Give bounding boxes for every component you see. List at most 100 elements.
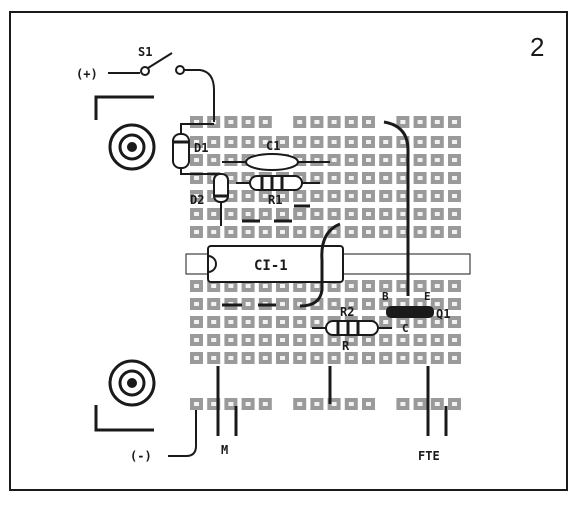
resistor-r1 [236, 175, 320, 191]
board-pad-hole [452, 176, 457, 180]
base-label: B [382, 290, 389, 303]
board-pad-hole [211, 284, 217, 288]
negative-wire [168, 410, 197, 457]
board-pad-hole [297, 284, 303, 288]
board-pad-hole [194, 284, 199, 288]
transistor-q1 [386, 306, 434, 318]
board-pad-hole [400, 338, 406, 342]
board-pad-hole [262, 194, 268, 198]
resistor2-label: R2 [340, 305, 354, 319]
board-pad-hole [194, 212, 199, 216]
diode-d1 [172, 123, 220, 175]
board-pad-hole [228, 194, 234, 198]
board-pad-hole [417, 158, 423, 162]
board-pad-hole [366, 212, 371, 216]
board-pad-hole [331, 402, 337, 406]
board-pad-hole [314, 230, 320, 234]
board-pad-hole [194, 140, 199, 144]
board-pad-hole [331, 356, 337, 360]
board-pad-hole [400, 302, 406, 306]
board-pad-hole [348, 230, 354, 234]
board-pad-hole [400, 120, 406, 124]
board-pad-hole [452, 302, 457, 306]
board-pad-hole [366, 284, 371, 288]
base-wire [383, 120, 410, 296]
board-pad-hole [262, 120, 268, 124]
board-pad-hole [262, 284, 268, 288]
board-pad-hole [280, 212, 285, 216]
board-pad-hole [331, 140, 337, 144]
board-pad-hole [262, 320, 268, 324]
board-pad-hole [262, 402, 268, 406]
board-pad-hole [228, 140, 234, 144]
diode2-label: D2 [190, 193, 204, 207]
board-pad-hole [211, 230, 217, 234]
board-pad-hole [434, 212, 440, 216]
jumper-wires [222, 204, 310, 307]
board-pad-hole [383, 320, 389, 324]
board-pad-hole [245, 212, 251, 216]
ic-chip [207, 245, 344, 283]
diode-d2 [213, 173, 229, 226]
board-pad-hole [228, 284, 234, 288]
board-pad-hole [314, 356, 320, 360]
board-pad-hole [434, 320, 440, 324]
board-pad-hole [348, 212, 354, 216]
board-pad-hole [348, 176, 354, 180]
board-pad-hole [452, 320, 457, 324]
board-pad-hole [400, 212, 406, 216]
board-pad-hole [280, 194, 285, 198]
board-pad-hole [331, 120, 337, 124]
board-pad-hole [245, 176, 251, 180]
board-pad-hole [211, 158, 217, 162]
board-pad-hole [194, 158, 199, 162]
board-pad-hole [280, 338, 285, 342]
board-pad-hole [297, 158, 303, 162]
board-pad-hole [417, 194, 423, 198]
board-pad-hole [228, 176, 234, 180]
board-pad-hole [194, 176, 199, 180]
board-pad-hole [331, 338, 337, 342]
board-pad-hole [417, 176, 423, 180]
bottom-jack [108, 359, 156, 407]
board-pad-hole [452, 402, 457, 406]
board-pad-hole [245, 194, 251, 198]
board-pad-hole [280, 302, 285, 306]
board-pad-hole [348, 402, 354, 406]
board-pad-hole [228, 402, 234, 406]
board-pad-hole [366, 302, 371, 306]
negative-label: (-) [130, 449, 152, 463]
board-pad-hole [452, 158, 457, 162]
board-pad-hole [452, 140, 457, 144]
board-pad-hole [452, 338, 457, 342]
board-pad-hole [314, 158, 320, 162]
board-pad-hole [297, 120, 303, 124]
board-pad-hole [434, 356, 440, 360]
board-pad-hole [434, 140, 440, 144]
board-pad-hole [383, 140, 389, 144]
board-pad-hole [417, 284, 423, 288]
board-pad-hole [331, 284, 337, 288]
board-pad-hole [434, 194, 440, 198]
board-pad-hole [228, 120, 234, 124]
board-pad-hole [228, 212, 234, 216]
board-pad-hole [348, 158, 354, 162]
board-pad-hole [314, 212, 320, 216]
board-pad-hole [400, 194, 406, 198]
board-pad-hole [211, 338, 217, 342]
board-pad-hole [366, 176, 371, 180]
stripboard-pads [190, 116, 461, 410]
board-pad-hole [262, 212, 268, 216]
board-pad-hole [314, 194, 320, 198]
board-pad-hole [297, 402, 303, 406]
board-pad-hole [245, 302, 251, 306]
board-pad-hole [245, 320, 251, 324]
board-pad-hole [297, 212, 303, 216]
board-pad-hole [194, 338, 199, 342]
diode-label: D1 [194, 141, 208, 155]
board-pad-hole [262, 356, 268, 360]
board-pad-hole [228, 230, 234, 234]
board-pad-hole [314, 402, 320, 406]
board-pad-hole [228, 356, 234, 360]
